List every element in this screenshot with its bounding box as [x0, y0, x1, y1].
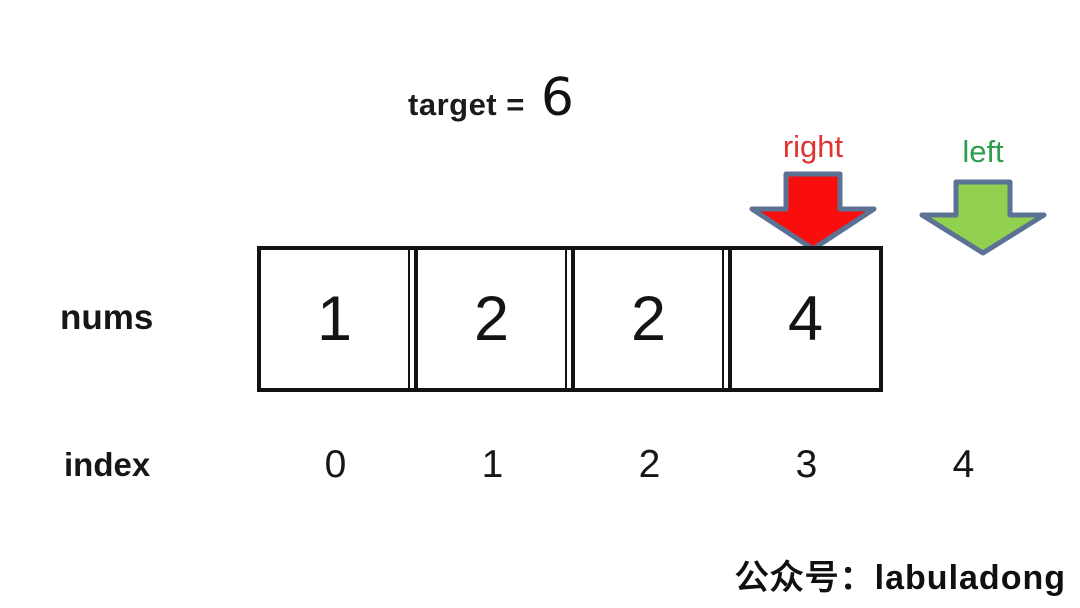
array-cell-1: 2 [418, 250, 565, 388]
index-row-label: index [64, 446, 151, 483]
right-pointer-label: right [782, 129, 844, 164]
watermark-text: 公众号：labuladong [734, 559, 1066, 597]
down-arrow-icon [749, 171, 877, 252]
index-value-4: 4 [952, 443, 975, 486]
index-row: 0 1 2 3 4 [257, 443, 1042, 487]
cell-divider [565, 250, 575, 388]
target-label: target = [408, 87, 525, 122]
array-cell-0: 1 [261, 250, 408, 388]
index-value-3: 3 [795, 443, 818, 486]
left-pointer [918, 179, 1048, 257]
target-expression: target = 6 [408, 72, 574, 124]
target-value: 6 [540, 68, 574, 128]
nums-row-label: nums [60, 298, 154, 337]
nums-array: 1 2 2 4 [257, 246, 883, 392]
index-value-1: 1 [481, 443, 504, 486]
cell-divider [722, 250, 732, 388]
down-arrow-icon [919, 179, 1047, 256]
cell-divider [408, 250, 418, 388]
down-arrow-red-shape [749, 171, 877, 252]
array-cell-3: 4 [732, 250, 879, 388]
down-arrow-green-shape [919, 179, 1047, 256]
array-cell-2: 2 [575, 250, 722, 388]
right-pointer [748, 171, 878, 253]
index-value-2: 2 [638, 443, 661, 486]
left-pointer-label: left [962, 134, 1004, 169]
index-value-0: 0 [324, 443, 347, 486]
